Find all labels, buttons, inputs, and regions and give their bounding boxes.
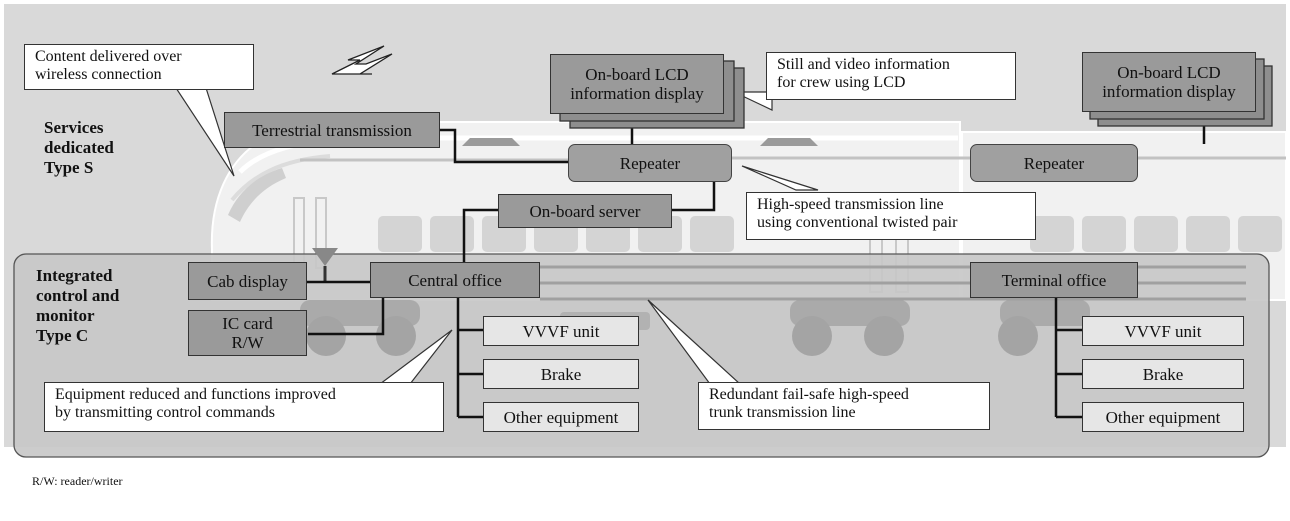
ic-card-rw-box: IC card R/W: [188, 310, 307, 356]
onboard-lcd-right: On-board LCD information display: [1082, 52, 1256, 112]
lcd-left-line-2: information display: [570, 84, 704, 103]
callout-twisted-line-2: using conventional twisted pair: [757, 214, 958, 231]
ic-card-line-2: R/W: [231, 333, 264, 352]
callout-crew-line-2: for crew using LCD: [777, 74, 906, 91]
type-s-line-3: Type S: [44, 158, 94, 177]
central-office-box: Central office: [370, 262, 540, 298]
callout-trunk-line-1: Redundant fail-safe high-speed: [709, 386, 909, 403]
onboard-lcd-left: On-board LCD information display: [550, 54, 724, 114]
type-s-line-2: dedicated: [44, 138, 114, 157]
callout-equipment-reduced: Equipment reduced and functions improved…: [44, 382, 444, 432]
windshield: [228, 168, 286, 222]
callout-wireless-line-1: Content delivered over: [35, 48, 182, 65]
terrestrial-transmission-box: Terrestrial transmission: [224, 112, 440, 148]
callout-crew-lcd: Still and video information for crew usi…: [766, 52, 1016, 100]
antenna-icon: [312, 248, 338, 266]
section-label-type-c: Integrated control and monitor Type C: [36, 266, 119, 346]
section-label-type-s: Services dedicated Type S: [44, 118, 114, 178]
lightning-icon: [331, 45, 393, 75]
ic-card-line-1: IC card: [222, 314, 273, 333]
lcd-right-line-2: information display: [1102, 82, 1236, 101]
type-c-line-1: Integrated: [36, 266, 113, 285]
type-c-line-4: Type C: [36, 326, 89, 345]
type-c-line-3: monitor: [36, 306, 95, 325]
callout-trunk-line-2: trunk transmission line: [709, 404, 856, 421]
wiring: [307, 126, 1206, 419]
repeater-right: Repeater: [970, 144, 1138, 182]
brake-right: Brake: [1082, 359, 1244, 389]
callout-twisted-pair: High-speed transmission line using conve…: [746, 192, 1036, 240]
lcd-right-line-1: On-board LCD: [1117, 63, 1221, 82]
type-s-line-1: Services: [44, 118, 104, 137]
callout-trunk-line: Redundant fail-safe high-speed trunk tra…: [698, 382, 990, 430]
callout-twisted-line-1: High-speed transmission line: [757, 196, 944, 213]
terminal-office-box: Terminal office: [970, 262, 1138, 298]
repeater-left: Repeater: [568, 144, 732, 182]
lcd-left-line-1: On-board LCD: [585, 65, 689, 84]
callout-equipment-line-2: by transmitting control commands: [55, 404, 275, 421]
onboard-server-box: On-board server: [498, 194, 672, 228]
callout-wireless-line-2: wireless connection: [35, 66, 162, 83]
other-equipment-right: Other equipment: [1082, 402, 1244, 432]
callout-equipment-line-1: Equipment reduced and functions improved: [55, 386, 336, 403]
vvvf-unit-right: VVVF unit: [1082, 316, 1244, 346]
other-equipment-left: Other equipment: [483, 402, 639, 432]
cab-display-box: Cab display: [188, 262, 307, 300]
footnote: R/W: reader/writer: [32, 474, 123, 488]
brake-left: Brake: [483, 359, 639, 389]
vvvf-unit-left: VVVF unit: [483, 316, 639, 346]
callout-crew-line-1: Still and video information: [777, 56, 950, 73]
callout-wireless: Content delivered over wireless connecti…: [24, 44, 254, 90]
type-c-line-2: control and: [36, 286, 120, 305]
